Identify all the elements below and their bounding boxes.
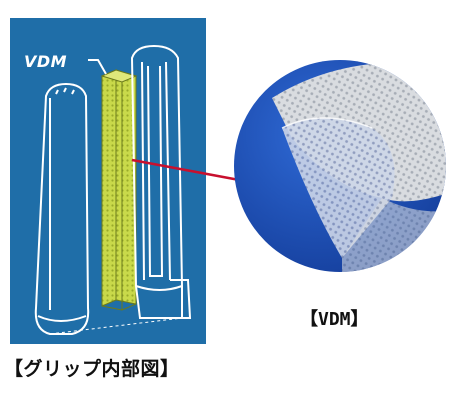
grip-interior-panel: VDM — [10, 18, 206, 344]
grip-cover-icon — [34, 82, 90, 335]
vdm-caption: 【VDM】 — [300, 309, 369, 330]
grip-interior-caption: 【グリップ内部図】 — [4, 358, 180, 380]
vdm-label: VDM — [24, 52, 68, 71]
mesh-closeup-icon — [234, 60, 446, 272]
grip-diagram — [34, 44, 192, 335]
vdm-filter-icon — [100, 69, 138, 311]
grip-frame-icon — [130, 44, 192, 319]
